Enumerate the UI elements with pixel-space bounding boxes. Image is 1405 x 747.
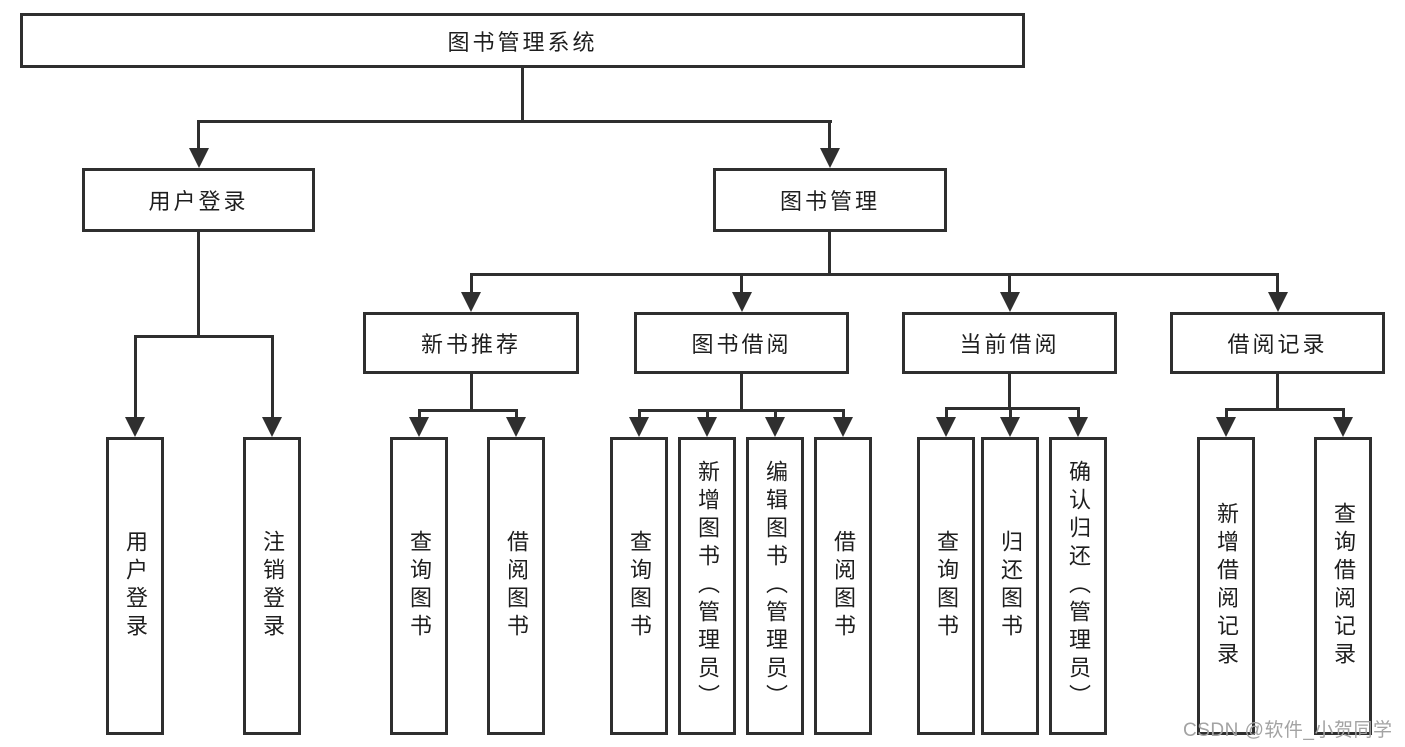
arrowhead-icon xyxy=(731,292,752,312)
connector-line xyxy=(417,409,518,412)
connector-line xyxy=(637,409,641,419)
connector-line xyxy=(197,232,200,338)
arrowhead-icon xyxy=(999,292,1020,312)
connector-line xyxy=(1008,374,1011,410)
node-new-book-recommend: 新书推荐 xyxy=(363,312,579,374)
connector-line xyxy=(740,374,743,412)
connector-line xyxy=(521,68,524,120)
leaf-logout: 注销登录 xyxy=(243,437,301,735)
connector-line xyxy=(1076,407,1080,419)
leaf-label: 查询图书 xyxy=(407,530,432,642)
leaf-query-books-current: 查询图书 xyxy=(917,437,975,735)
arrowhead-icon xyxy=(697,417,717,437)
watermark: CSDN @软件_小贺同学 xyxy=(1183,720,1393,741)
node-book-borrow: 图书借阅 xyxy=(634,312,849,374)
leaf-label: 归还图书 xyxy=(998,530,1023,642)
leaf-label: 用户登录 xyxy=(123,530,148,642)
arrowhead-icon xyxy=(629,417,649,437)
leaf-label: 新增借阅记录 xyxy=(1214,502,1239,670)
connector-line xyxy=(637,409,845,412)
arrowhead-icon xyxy=(262,417,282,437)
connector-line xyxy=(944,407,948,419)
connector-line xyxy=(197,122,200,150)
connector-line xyxy=(944,407,1080,410)
connector-line xyxy=(773,409,777,419)
connector-line xyxy=(469,275,473,293)
node-book-management: 图书管理 xyxy=(713,168,947,232)
node-label: 新书推荐 xyxy=(420,332,521,357)
connector-line xyxy=(1276,374,1279,411)
leaf-add-books-admin: 新增图书（管理员） xyxy=(678,437,736,735)
arrowhead-icon xyxy=(125,417,145,437)
leaf-confirm-return-admin: 确认归还（管理员） xyxy=(1049,437,1107,735)
connector-line xyxy=(841,409,845,419)
leaf-label: 查询借阅记录 xyxy=(1331,502,1356,670)
node-label: 图书管理系统 xyxy=(447,29,598,55)
connector-line xyxy=(1008,275,1011,293)
arrowhead-icon xyxy=(1267,292,1288,312)
arrowhead-icon xyxy=(765,417,785,437)
arrowhead-icon xyxy=(1216,417,1236,437)
arrowhead-icon xyxy=(409,417,429,437)
connector-line xyxy=(705,409,709,419)
connector-line xyxy=(417,409,421,419)
connector-line xyxy=(828,232,831,275)
node-root-library-system: 图书管理系统 xyxy=(20,13,1025,68)
connector-line xyxy=(470,273,1279,276)
node-label: 用户登录 xyxy=(148,189,249,214)
leaf-borrow-books-recommend: 借阅图书 xyxy=(487,437,545,735)
arrowhead-icon xyxy=(506,417,526,437)
arrowhead-icon xyxy=(1333,417,1353,437)
connector-line xyxy=(1276,275,1279,293)
connector-line xyxy=(828,122,831,150)
leaf-label: 新增图书（管理员） xyxy=(695,460,720,712)
connector-line xyxy=(270,337,274,418)
leaf-label: 查询图书 xyxy=(934,530,959,642)
connector-line xyxy=(133,337,137,418)
connector-line xyxy=(514,409,518,419)
leaf-query-books-borrow: 查询图书 xyxy=(610,437,668,735)
node-user-login: 用户登录 xyxy=(82,168,315,232)
arrowhead-icon xyxy=(1000,417,1020,437)
arrowhead-icon xyxy=(936,417,956,437)
leaf-label: 查询图书 xyxy=(627,530,652,642)
connector-line xyxy=(197,120,832,123)
node-label: 图书管理 xyxy=(779,189,880,214)
arrowhead-icon xyxy=(1068,417,1088,437)
leaf-label: 借阅图书 xyxy=(831,530,856,642)
leaf-return-books: 归还图书 xyxy=(981,437,1039,735)
connector-line xyxy=(469,374,473,412)
arrowhead-icon xyxy=(833,417,853,437)
arrowhead-icon xyxy=(188,148,209,168)
leaf-label: 借阅图书 xyxy=(504,530,529,642)
node-current-borrow: 当前借阅 xyxy=(902,312,1117,374)
connector-line xyxy=(1341,408,1345,419)
leaf-borrow-books: 借阅图书 xyxy=(814,437,872,735)
connector-line xyxy=(133,335,274,338)
connector-line xyxy=(1008,407,1012,419)
leaf-label: 确认归还（管理员） xyxy=(1066,460,1091,712)
node-borrow-records: 借阅记录 xyxy=(1170,312,1385,374)
leaf-label: 编辑图书（管理员） xyxy=(763,460,788,712)
leaf-add-borrow-record: 新增借阅记录 xyxy=(1197,437,1255,735)
connector-line xyxy=(740,275,743,293)
connector-line xyxy=(1224,408,1228,419)
node-label: 借阅记录 xyxy=(1227,332,1328,357)
leaf-query-borrow-record: 查询借阅记录 xyxy=(1314,437,1372,735)
node-label: 图书借阅 xyxy=(691,332,792,357)
leaf-edit-books-admin: 编辑图书（管理员） xyxy=(746,437,804,735)
connector-line xyxy=(1224,408,1345,411)
leaf-query-books-recommend: 查询图书 xyxy=(390,437,448,735)
arrowhead-icon xyxy=(820,148,840,168)
arrowhead-icon xyxy=(461,292,481,312)
node-label: 当前借阅 xyxy=(959,332,1060,357)
leaf-user-login: 用户登录 xyxy=(106,437,164,735)
leaf-label: 注销登录 xyxy=(260,530,285,642)
